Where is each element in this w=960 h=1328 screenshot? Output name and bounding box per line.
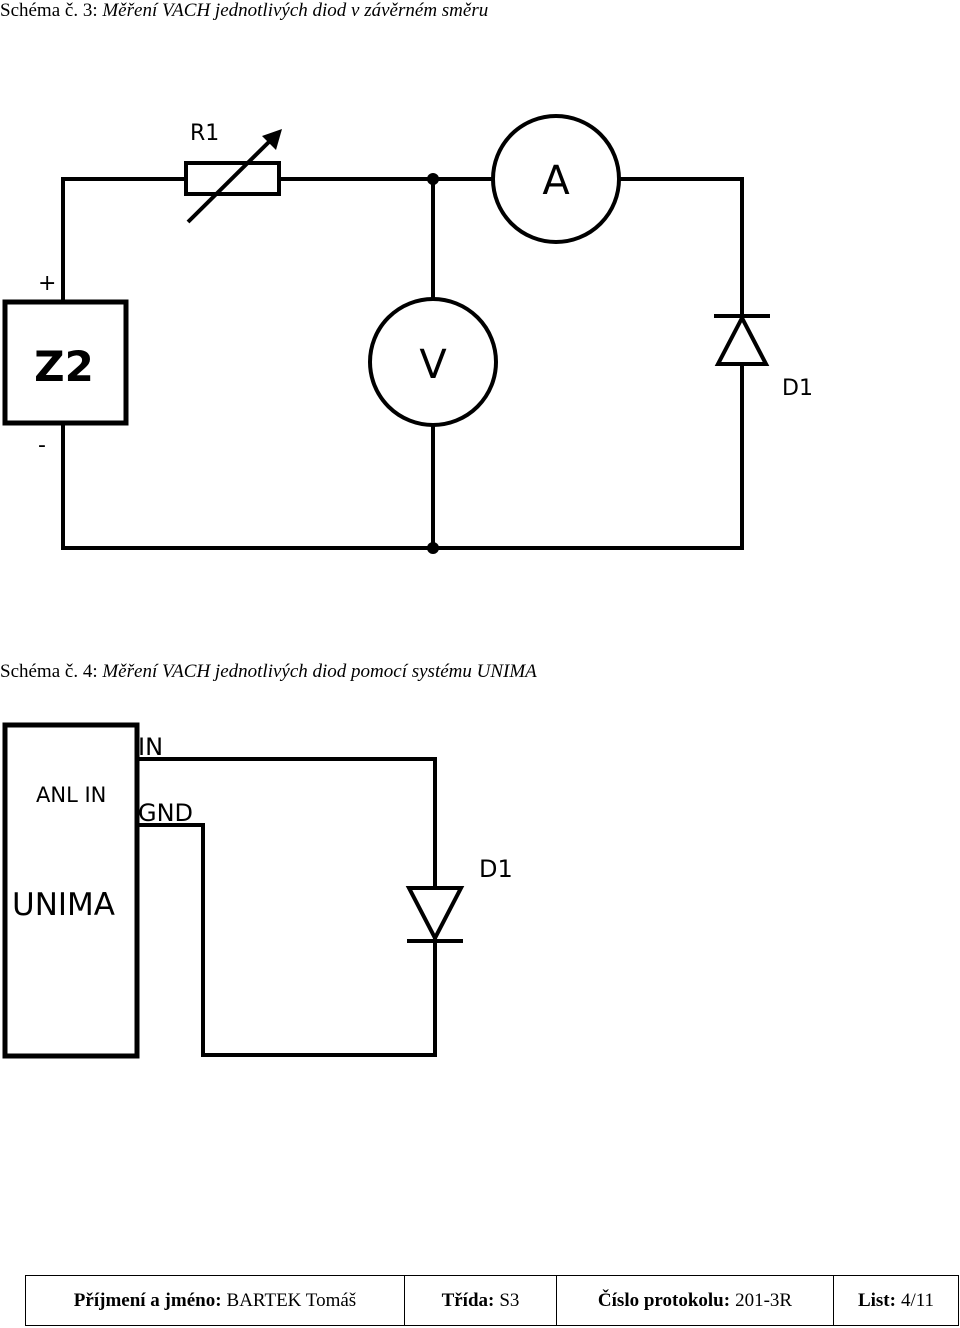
in-label: IN <box>138 733 163 761</box>
ammeter <box>491 114 621 244</box>
schema-3-caption-prefix: Schéma č. 3: <box>0 0 103 21</box>
footer-protocol-value: 201-3R <box>735 1289 793 1311</box>
unima-box <box>2 722 140 1059</box>
footer-class-label: Třída: <box>441 1289 495 1311</box>
minus-label: - <box>38 433 46 458</box>
footer-protocol-label: Číslo protokolu: <box>597 1289 731 1311</box>
schema-4-caption-prefix: Schéma č. 4: <box>0 661 103 682</box>
schema-4-caption-title: Měření VACH jednotlivých diod pomocí sys… <box>102 661 537 682</box>
footer-class-cell: Třída: S3 <box>405 1276 557 1325</box>
protocol-footer: Příjmení a jméno: BARTEK Tomáš Třída: S3… <box>25 1275 959 1326</box>
gnd-label: GND <box>138 799 193 827</box>
footer-sheet-label: List: <box>857 1289 896 1311</box>
plus-label: + <box>38 271 56 296</box>
footer-class-value: S3 <box>499 1289 520 1311</box>
schema-3-diagram: R1 A V Z2 + - D1 <box>2 114 813 554</box>
variable-arrow-line <box>186 131 280 224</box>
footer-name-value: BARTEK Tomáš <box>226 1289 357 1311</box>
diode-4-label: D1 <box>479 855 513 883</box>
ammeter-label: A <box>542 158 570 204</box>
diode-label: D1 <box>782 376 813 401</box>
footer-name-label: Příjmení a jméno: <box>73 1289 222 1311</box>
junction-top <box>427 173 439 185</box>
schema-4-caption: Schéma č. 4: Měření VACH jednotlivých di… <box>0 661 537 683</box>
footer-name-cell: Příjmení a jméno: BARTEK Tomáš <box>26 1276 405 1325</box>
source-z2 <box>2 299 129 426</box>
diode-4-triangle <box>405 886 465 943</box>
footer-sheet-value: 4/11 <box>900 1289 935 1311</box>
schema-3-caption: Schéma č. 3: Měření VACH jednotlivých di… <box>0 0 488 22</box>
unima-label: UNIMA <box>12 887 115 923</box>
resistor-label: R1 <box>190 121 219 146</box>
anl-in-label: ANL IN <box>36 783 106 807</box>
footer-sheet-cell: List: 4/11 <box>834 1276 958 1325</box>
footer-protocol-cell: Číslo protokolu: 201-3R <box>557 1276 834 1325</box>
junction-bottom <box>427 542 439 554</box>
schema-4-diagram: ANL IN UNIMA IN GND D1 <box>2 722 513 1059</box>
variable-arrow-head <box>262 129 282 150</box>
voltmeter <box>368 297 498 427</box>
schema-3-caption-title: Měření VACH jednotlivých diod v závěrném… <box>102 0 489 21</box>
diode-triangle <box>714 313 770 366</box>
voltmeter-label: V <box>419 342 447 388</box>
source-label: Z2 <box>34 342 94 391</box>
